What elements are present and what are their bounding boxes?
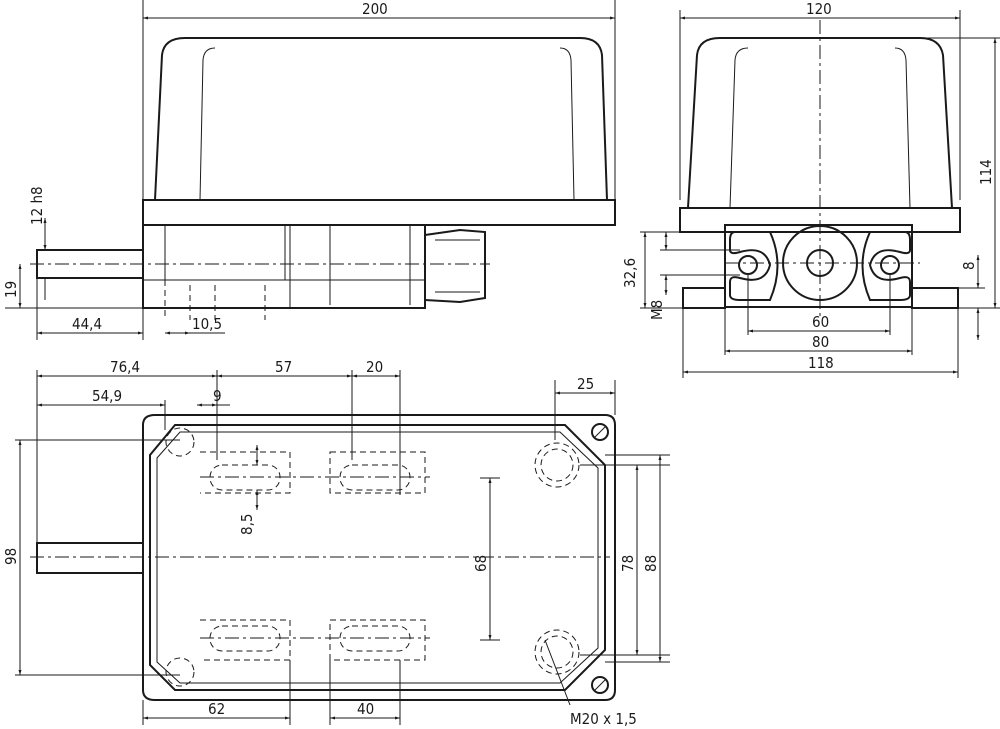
dim-114: 114 — [977, 159, 995, 185]
dim-12h8: 12 h8 — [28, 186, 46, 225]
dim-40: 40 — [357, 700, 374, 718]
dim-78: 78 — [619, 555, 637, 572]
dim-200: 200 — [362, 0, 388, 18]
dim-32-6: 32,6 — [621, 258, 639, 288]
dim-118: 118 — [808, 354, 834, 372]
dim-60: 60 — [812, 313, 829, 331]
dim-68: 68 — [472, 555, 490, 572]
dim-44-4: 44,4 — [72, 315, 102, 333]
dim-19: 19 — [2, 281, 20, 298]
dim-80: 80 — [812, 333, 829, 351]
dim-120: 120 — [806, 0, 832, 18]
plan-view: 76,4 57 20 54,9 9 25 98 8,5 68 78 88 62 … — [2, 358, 670, 728]
dim-10-5: 10,5 — [192, 315, 222, 333]
dim-25: 25 — [577, 375, 594, 393]
dim-M8: M8 — [648, 300, 666, 320]
dim-M20-thread: M20 x 1,5 — [570, 710, 637, 728]
dim-98: 98 — [2, 548, 20, 565]
dim-9: 9 — [213, 387, 222, 405]
dim-8-5: 8,5 — [238, 514, 256, 535]
front-view: 120 114 32,6 M8 8 60 80 118 — [621, 0, 1000, 378]
dim-8: 8 — [960, 261, 978, 270]
dim-57: 57 — [275, 358, 292, 376]
side-view: 200 12 h8 19 44,4 10,5 — [2, 0, 616, 340]
dim-54-9: 54,9 — [92, 387, 122, 405]
dim-20: 20 — [366, 358, 383, 376]
dim-76-4: 76,4 — [110, 358, 140, 376]
dim-62: 62 — [208, 700, 225, 718]
dim-88: 88 — [642, 555, 660, 572]
